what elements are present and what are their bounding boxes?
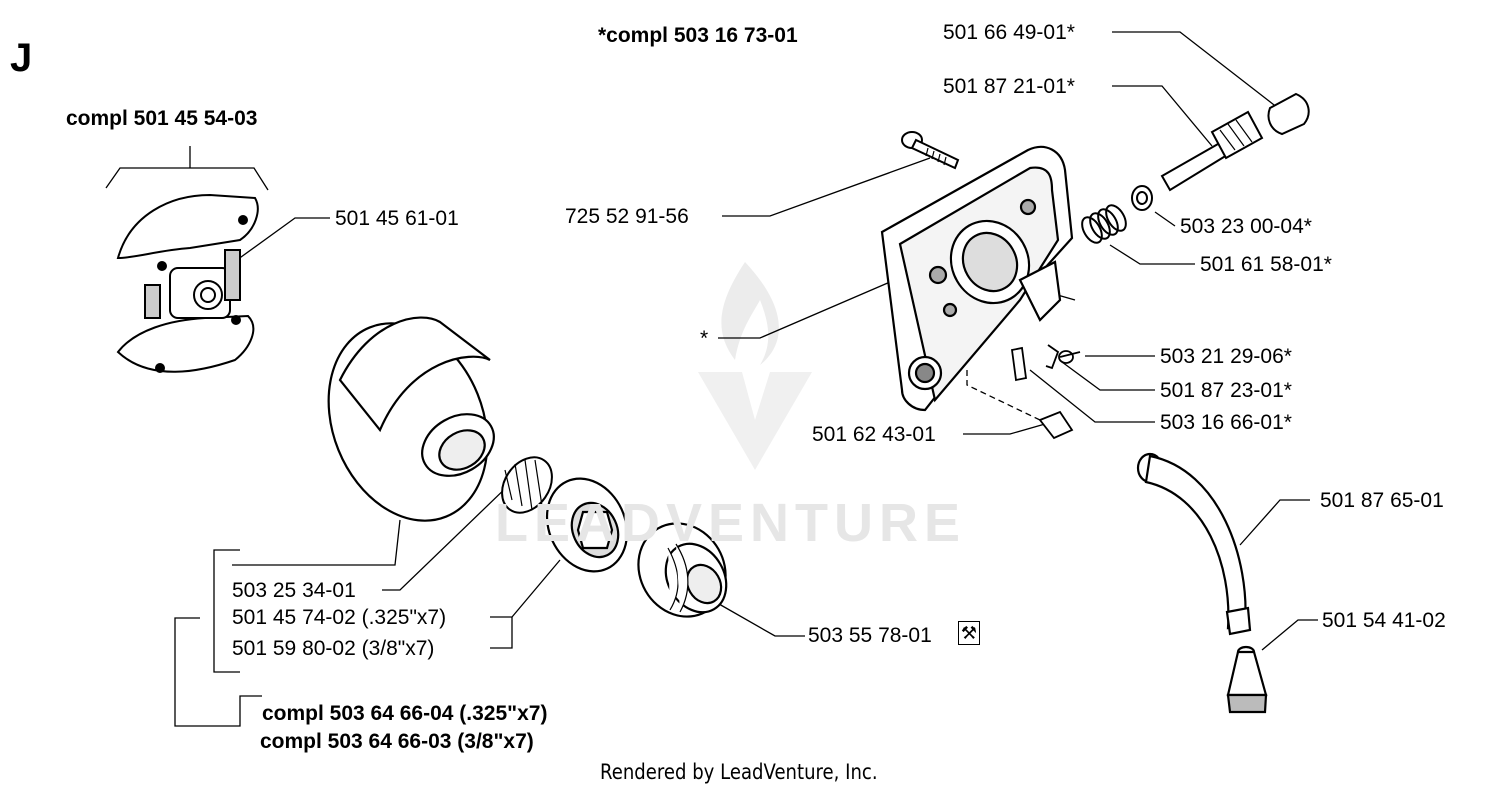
leader-503166601 (1029, 369, 1155, 423)
label-oil-pump-assembly: *compl 503 16 73-01 (598, 24, 798, 47)
wrench-icon: ⚒ (958, 621, 980, 645)
oil-hose-part (1136, 452, 1252, 636)
label-drum-assembly-325: compl 503 64 66-04 (.325"x7) (262, 702, 548, 725)
leader-501872301 (1061, 361, 1155, 391)
leader-501876501 (1239, 499, 1310, 546)
clutch-part (116, 193, 259, 373)
label-503557801: 503 55 78-01 (808, 624, 932, 647)
needle-bearing-part (501, 456, 553, 514)
bolt-part (901, 131, 960, 170)
label-501872301: 501 87 23-01* (1160, 379, 1292, 402)
spur-sprocket-part (637, 522, 728, 618)
label-501456101: 501 45 61-01 (335, 207, 459, 230)
label-drum-assembly-38: compl 503 64 66-03 (3/8"x7) (260, 730, 534, 753)
label-503166601: 503 16 66-01* (1160, 411, 1292, 434)
label-star: * (700, 327, 709, 350)
label-501598002: 501 59 80-02 (3/8"x7) (232, 637, 435, 660)
leader-star (718, 281, 891, 339)
leader-501664901 (1112, 31, 1279, 109)
spring-part (1081, 204, 1127, 244)
watermark-text: LEADVENTURE (495, 493, 967, 553)
label-503253401: 503 25 34-01 (232, 579, 356, 602)
label-501624301: 501 62 43-01 (812, 423, 936, 446)
clutch-bracket (105, 146, 269, 191)
leader-503557801 (711, 599, 805, 637)
footer-credit: Rendered by LeadVenture, Inc. (600, 760, 878, 784)
washer-part (1131, 185, 1153, 211)
section-letter: J (10, 36, 33, 80)
watermark-logo (698, 262, 812, 470)
leader-501457402 (490, 559, 561, 618)
label-725529156: 725 52 91-56 (565, 205, 689, 228)
label-503230004: 503 23 00-04* (1180, 215, 1312, 238)
leader-501615801 (1109, 244, 1195, 265)
label-501457402: 501 45 74-02 (.325"x7) (232, 606, 447, 629)
leader-501544102 (1261, 619, 1318, 651)
kit-bracket (213, 549, 240, 673)
label-501544102: 501 54 41-02 (1322, 609, 1446, 632)
rim-sprocket-part (545, 477, 629, 573)
oil-filter-part (1226, 645, 1268, 714)
leader-501598002 (490, 617, 513, 649)
oil-pump-housing-part (880, 145, 1074, 412)
leader-501872101 (1112, 85, 1213, 147)
label-501615801: 501 61 58-01* (1200, 253, 1332, 276)
label-clutch-assembly: compl 501 45 54-03 (66, 107, 258, 130)
leader-503230004 (1154, 211, 1176, 227)
cap-part (1267, 92, 1310, 136)
leader-503253401 (382, 481, 513, 591)
clutch-drum-part (327, 316, 495, 522)
leader-725529156 (722, 157, 931, 217)
label-501876501: 501 87 65-01 (1320, 489, 1444, 512)
small-screw-part (1010, 344, 1081, 440)
label-501872101: 501 87 21-01* (943, 75, 1075, 98)
drum-bracket (174, 617, 262, 727)
leader-503253401-b (232, 519, 401, 566)
leader-501624301 (963, 423, 1046, 435)
label-503212906: 503 21 29-06* (1160, 345, 1292, 368)
leader-501456101 (229, 217, 330, 266)
label-501664901: 501 66 49-01* (943, 21, 1075, 44)
pump-plunger-part (1160, 110, 1264, 192)
